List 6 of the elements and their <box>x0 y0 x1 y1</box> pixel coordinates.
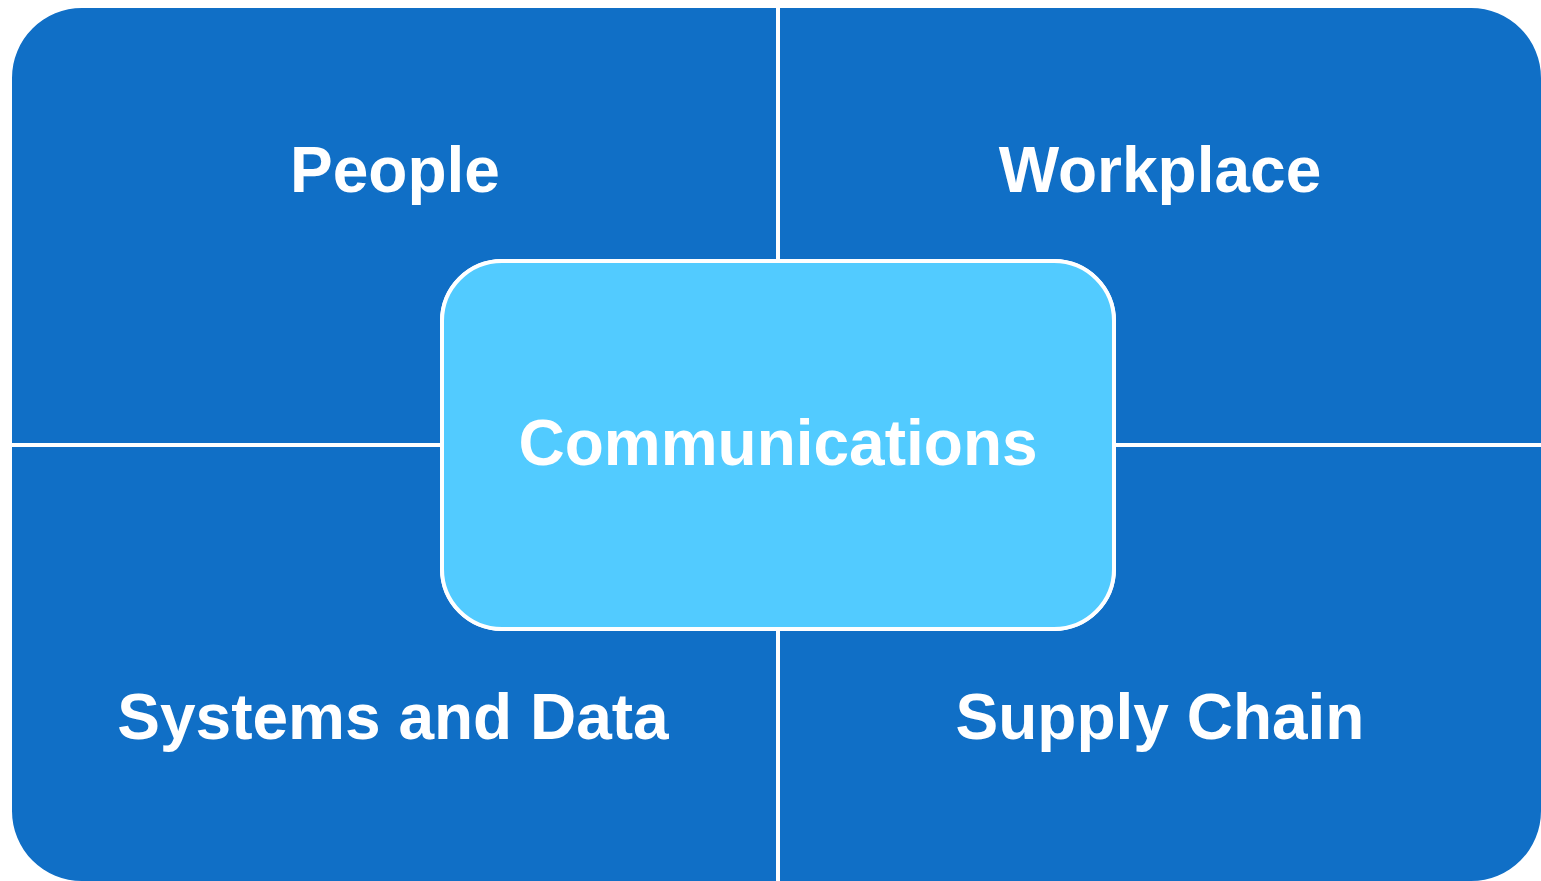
panel-title: Systems and Data <box>117 681 669 753</box>
panel-title: Communications <box>518 407 1038 479</box>
center-rounded-box <box>440 259 1116 631</box>
panel-title: Supply Chain <box>955 681 1365 753</box>
panel-title: People <box>290 134 500 206</box>
panel-title: Workplace <box>998 134 1322 206</box>
